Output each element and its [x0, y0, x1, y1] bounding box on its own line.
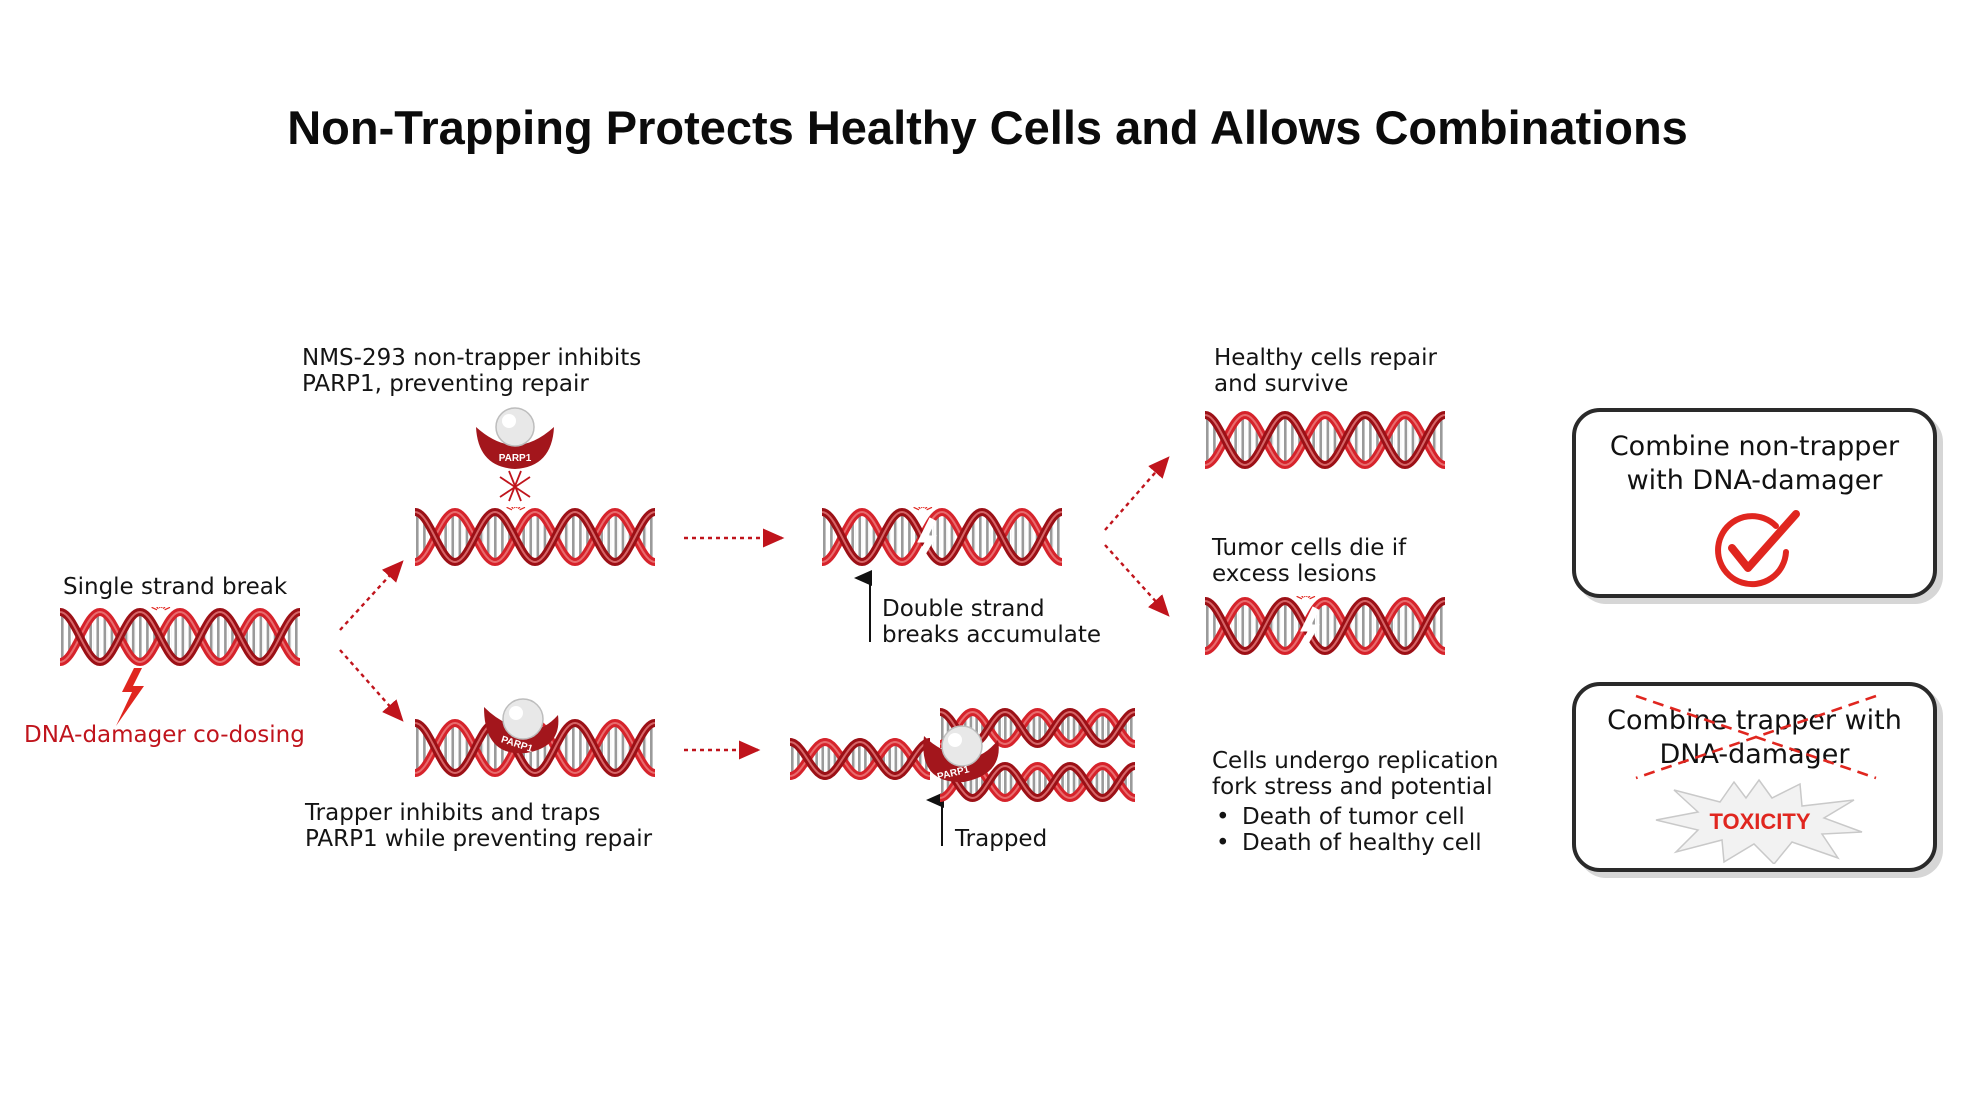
card-combine-nontrapper: Combine non-trapper with DNA-damager — [1572, 408, 1937, 598]
label-nms293-line1: NMS-293 non-trapper inhibits — [302, 345, 642, 371]
dna-trapped-top — [936, 707, 1139, 749]
label-nms293: NMS-293 non-trapper inhibits PARP1, prev… — [302, 345, 641, 397]
outcome-list: Death of tumor cell Death of healthy cel… — [1212, 804, 1499, 856]
check-circle-icon — [1715, 510, 1800, 588]
label-trapper-line2: PARP1 while preventing repair — [305, 826, 653, 852]
label-single-strand-break: Single strand break — [63, 574, 288, 600]
dna-tumor — [1201, 592, 1449, 656]
dna-trapped-left — [786, 737, 934, 781]
parp1-trapper-icon: PARP1 — [484, 698, 559, 755]
toxicity-label: TOXICITY — [1709, 809, 1810, 834]
list-item: Death of healthy cell — [1212, 830, 1499, 856]
label-fork-stress: Cells undergo replication fork stress an… — [1212, 748, 1499, 856]
dna-healthy — [1201, 410, 1449, 470]
arrow-to-trapper — [339, 649, 404, 722]
label-trapper: Trapper inhibits and traps PARP1 while p… — [305, 800, 652, 852]
card-good-line1: Combine non-trapper — [1609, 431, 1900, 462]
label-trapped: Trapped — [955, 826, 1048, 852]
dna-single-break — [56, 603, 304, 667]
card-bad-text: Combine trapper with DNA-damager — [1576, 704, 1933, 772]
label-double-strand: Double strand breaks accumulate — [882, 596, 1101, 648]
label-dsb-line1: Double strand — [882, 596, 1045, 622]
label-healthy-line1: Healthy cells repair — [1214, 345, 1437, 371]
arrow-to-healthy — [1104, 456, 1170, 531]
card-good-line2: with DNA-damager — [1626, 465, 1883, 496]
lightning-bolt-icon — [116, 668, 144, 726]
label-tumor: Tumor cells die if excess lesions — [1212, 535, 1406, 587]
dna-double-break — [818, 503, 1066, 567]
parp1-trapped-icon: PARP1 — [923, 725, 999, 783]
card-combine-trapper: Combine trapper with DNA-damager TOXICIT… — [1572, 682, 1937, 872]
card-bad-line1: Combine trapper with — [1607, 705, 1902, 736]
parp1-label: PARP1 — [499, 453, 532, 464]
label-dsb-line2: breaks accumulate — [882, 622, 1102, 648]
card-bad-line2: DNA-damager — [1659, 739, 1850, 770]
cross-out-icon — [1635, 694, 1877, 780]
arrow-to-tumor — [1104, 544, 1170, 617]
label-trapper-line1: Trapper inhibits and traps — [305, 800, 601, 826]
page-title: Non-Trapping Protects Healthy Cells and … — [287, 101, 1688, 154]
card-good-text: Combine non-trapper with DNA-damager — [1576, 430, 1933, 498]
label-fork-line1: Cells undergo replication — [1212, 748, 1499, 774]
list-item: Death of tumor cell — [1212, 804, 1499, 830]
label-dna-damager: DNA-damager co-dosing — [24, 722, 305, 748]
burst-icon: TOXICITY — [1655, 778, 1863, 864]
dna-nontrapper — [411, 503, 659, 567]
label-healthy: Healthy cells repair and survive — [1214, 345, 1437, 397]
label-tumor-line1: Tumor cells die if — [1212, 535, 1407, 561]
parp1-nontrapper-icon: PARP1 — [476, 407, 554, 502]
label-nms293-line2: PARP1, preventing repair — [302, 371, 589, 397]
label-tumor-line2: excess lesions — [1212, 561, 1377, 587]
label-fork-line2: fork stress and potential — [1212, 774, 1493, 800]
label-healthy-line2: and survive — [1214, 371, 1349, 397]
arrow-to-nontrapper — [339, 560, 404, 631]
